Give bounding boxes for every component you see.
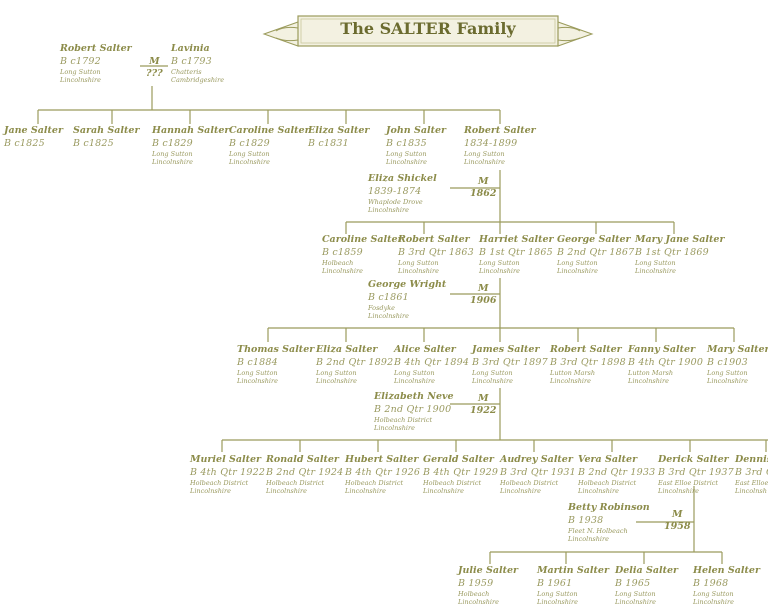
title-banner: [262, 15, 594, 47]
marriage-marker: M ???: [146, 56, 163, 79]
marriage-marker: M 1862: [470, 176, 497, 199]
marriage-marker: M 1906: [470, 283, 497, 306]
marriage-marker: M 1958: [664, 509, 691, 532]
marriage-marker: M 1922: [470, 393, 497, 416]
page-title: The SALTER Family: [340, 19, 516, 38]
